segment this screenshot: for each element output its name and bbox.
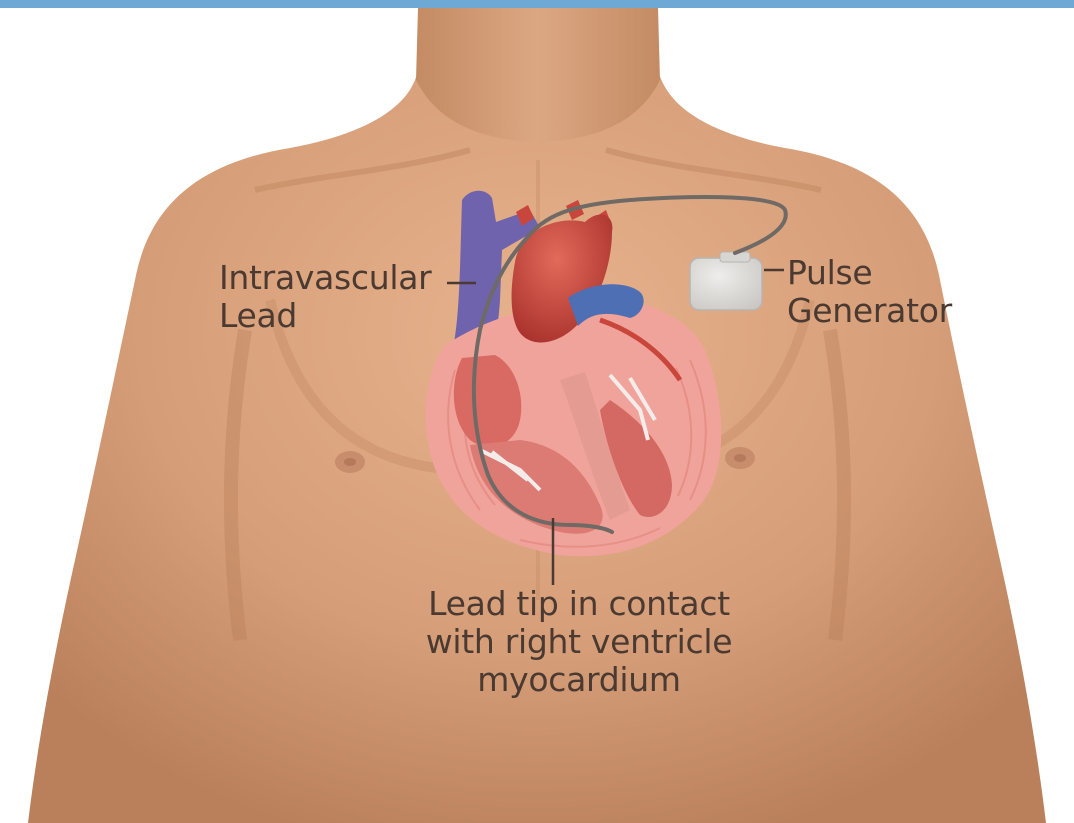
lead-tip-label: Lead tip in contact with right ventricle… — [398, 585, 760, 699]
pulse-generator-label-line-1: Pulse — [787, 254, 952, 292]
intravascular-lead-label-line-2: Lead — [219, 297, 431, 335]
top-band — [0, 0, 1074, 8]
intravascular-lead-label-line-1: Intravascular — [219, 259, 431, 297]
right-nipple-center — [734, 454, 746, 462]
left-nipple-center — [344, 458, 356, 466]
intravascular-lead-label: Intravascular Lead — [219, 259, 431, 335]
lead-tip-label-line-3: myocardium — [398, 661, 760, 699]
lead-tip-label-line-1: Lead tip in contact — [398, 585, 760, 623]
pulse-generator-label-line-2: Generator — [787, 292, 952, 330]
pulse-generator-device — [690, 258, 762, 310]
pulse-generator-label: Pulse Generator — [787, 254, 952, 330]
lead-tip-label-line-2: with right ventricle — [398, 623, 760, 661]
